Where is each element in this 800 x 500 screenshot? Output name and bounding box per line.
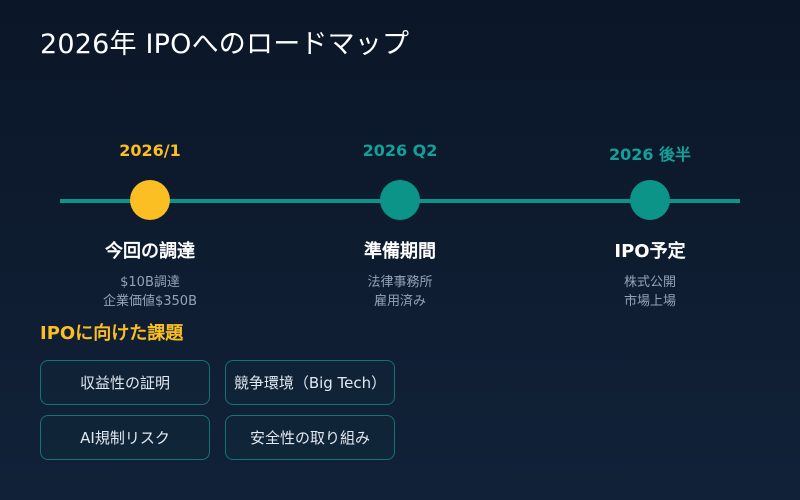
milestone-details: 法律事務所 雇用済み	[280, 273, 520, 311]
milestone-label: IPO予定	[614, 241, 686, 262]
challenge-chip-ai-regulation[interactable]: AI規制リスク	[40, 415, 210, 460]
milestone-detail: 法律事務所	[367, 275, 433, 290]
challenge-chip-competition[interactable]: 競争環境（Big Tech）	[225, 360, 395, 405]
milestone-date: 2026 後半	[608, 145, 692, 164]
milestone-dot-icon	[130, 180, 170, 220]
milestone-date: 2026 Q2	[362, 141, 438, 160]
milestone-detail: 株式公開	[623, 275, 676, 290]
challenge-chip-profitability[interactable]: 収益性の証明	[40, 360, 210, 405]
challenge-chip-safety[interactable]: 安全性の取り組み	[225, 415, 395, 460]
milestone-label: 準備期間	[364, 241, 436, 262]
milestone-dot-icon	[630, 180, 670, 220]
milestone-details: $10B調達 企業価値$350B	[30, 273, 270, 311]
milestone-details: 株式公開 市場上場	[530, 273, 770, 311]
milestone-dot-icon	[380, 180, 420, 220]
milestone-detail: $10B調達	[120, 275, 180, 290]
milestone-detail: 市場上場	[623, 294, 676, 309]
milestone-label: 今回の調達	[105, 241, 195, 262]
page-title: 2026年 IPOへのロードマップ	[40, 29, 410, 60]
milestone-date: 2026/1	[119, 141, 181, 160]
milestone-detail: 雇用済み	[373, 294, 426, 309]
challenges-heading: IPOに向けた課題	[40, 323, 184, 344]
milestone-detail: 企業価値$350B	[102, 294, 197, 309]
